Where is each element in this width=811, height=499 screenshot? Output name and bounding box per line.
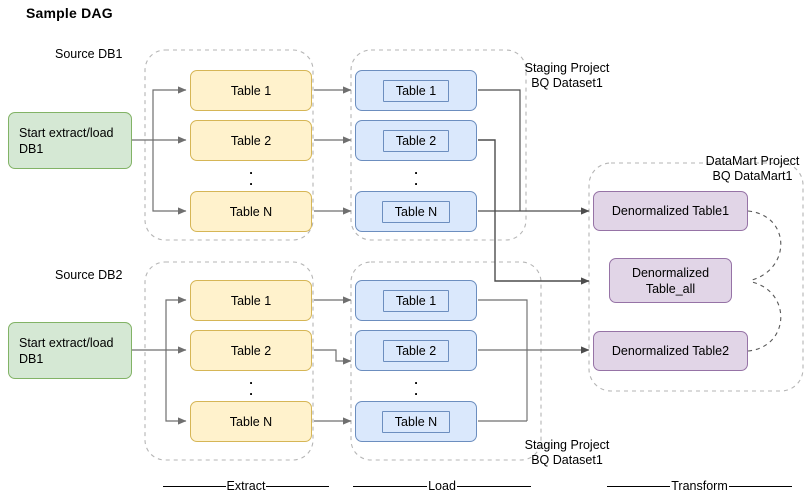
table-label: Denormalized Table2 xyxy=(611,344,730,358)
extract-top-table-1[interactable]: Table 1 xyxy=(190,70,312,111)
table-label: Table N xyxy=(229,204,273,219)
table-label: Table 2 xyxy=(230,343,272,358)
edges-load-to-transform-top xyxy=(478,89,590,215)
phase-rule-right xyxy=(728,485,792,487)
load-bottom-ellipsis: .. xyxy=(414,372,418,398)
phase-rule-right xyxy=(456,485,531,487)
phase-rule-left xyxy=(607,485,671,487)
load-top-table-2[interactable]: Table 2 xyxy=(355,120,477,161)
phase-label: Load xyxy=(428,479,456,493)
table-label: Table 1 xyxy=(382,289,450,312)
edges-load-to-transform-bottom xyxy=(478,299,590,422)
phase-rule-right xyxy=(266,485,329,487)
phase-rule-left xyxy=(163,485,226,487)
extract-top-table-2[interactable]: Table 2 xyxy=(190,120,312,161)
label-source-db2: Source DB2 xyxy=(55,268,123,282)
table-label: Table 1 xyxy=(230,83,272,98)
table-label: Table 2 xyxy=(382,129,450,152)
extract-bottom-table-2[interactable]: Table 2 xyxy=(190,330,312,371)
denormalized-table1[interactable]: Denormalized Table1 xyxy=(593,191,748,231)
table-label: Table 2 xyxy=(230,133,272,148)
extract-bottom-ellipsis: .. xyxy=(249,372,253,398)
table-label: Table 1 xyxy=(382,79,450,102)
table-label: Table N xyxy=(381,410,451,433)
table-label: Table N xyxy=(229,414,273,429)
label-source-db1: Source DB1 xyxy=(55,47,123,61)
edges-extract-to-load-top xyxy=(314,86,352,215)
phase-transform: Transform xyxy=(607,479,792,493)
load-bottom-table-n[interactable]: Table N xyxy=(355,401,477,442)
table-label: Table N xyxy=(381,200,451,223)
table-label: Denormalized Table1 xyxy=(611,204,730,218)
edges-extract-bottom xyxy=(132,296,187,425)
table-label: Table 2 xyxy=(382,339,450,362)
load-top-ellipsis: .. xyxy=(414,162,418,188)
phase-load: Load xyxy=(353,479,531,493)
denormalized-table2[interactable]: Denormalized Table2 xyxy=(593,331,748,371)
extract-bottom-table-n[interactable]: Table N xyxy=(190,401,312,442)
extract-top-ellipsis: .. xyxy=(249,162,253,188)
phase-label: Extract xyxy=(226,479,266,493)
page-title: Sample DAG xyxy=(26,5,113,21)
load-top-table-n[interactable]: Table N xyxy=(355,191,477,232)
extract-bottom-table-1[interactable]: Table 1 xyxy=(190,280,312,321)
phase-label: Transform xyxy=(671,479,728,493)
load-top-table-1[interactable]: Table 1 xyxy=(355,70,477,111)
phase-rule-left xyxy=(353,485,428,487)
edges-to-table-all xyxy=(478,139,590,285)
extract-top-table-n[interactable]: Table N xyxy=(190,191,312,232)
load-bottom-table-2[interactable]: Table 2 xyxy=(355,330,477,371)
edges-datamart-dashed xyxy=(747,210,782,352)
phase-extract: Extract xyxy=(163,479,329,493)
load-bottom-table-1[interactable]: Table 1 xyxy=(355,280,477,321)
edges-extract-top xyxy=(132,86,187,215)
group-outlines xyxy=(144,49,804,461)
table-label: Table 1 xyxy=(230,293,272,308)
edges-extract-to-load-bottom xyxy=(314,296,352,425)
